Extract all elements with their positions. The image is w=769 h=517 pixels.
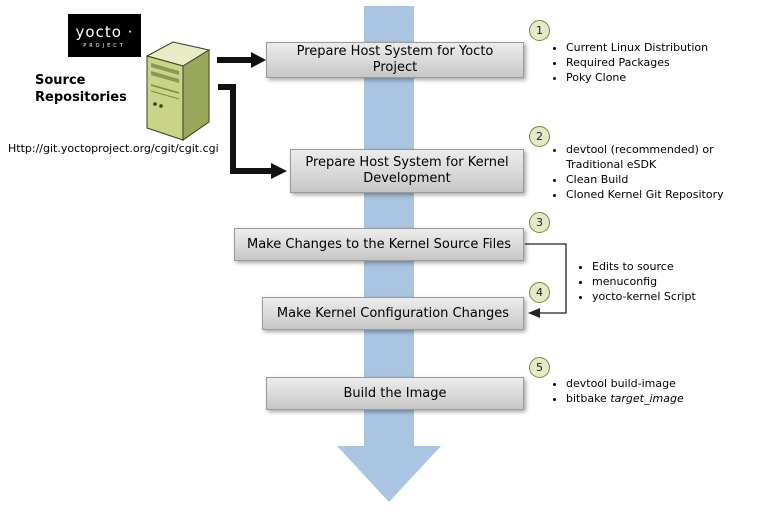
step-number-5: 5 xyxy=(529,357,550,378)
step-number-5-text: 5 xyxy=(536,361,543,374)
step-number-3-text: 3 xyxy=(536,216,543,229)
bullet-item: Current Linux Distribution xyxy=(566,40,769,55)
bullet-item: bitbake target_image xyxy=(566,391,769,406)
bullet-item: Required Packages xyxy=(566,55,769,70)
yocto-logo-text: yocto · xyxy=(75,22,134,41)
step-1-bullets: Current Linux Distribution Required Pack… xyxy=(552,40,769,85)
step-box-2: Prepare Host System for Kernel Developme… xyxy=(290,149,524,193)
source-repositories-label: Source Repositories xyxy=(35,73,127,105)
bullet-item: Edits to source xyxy=(592,259,767,274)
step-number-3: 3 xyxy=(529,212,550,233)
step-number-2: 2 xyxy=(529,126,550,147)
step-2-bullets: devtool (recommended) or Traditional eSD… xyxy=(552,142,751,202)
step3-step4-bracket xyxy=(525,243,567,318)
step-3-4-shared-bullets: Edits to source menuconfig yocto-kernel … xyxy=(578,259,767,304)
step-5-bullets: devtool build-image bitbake target_image xyxy=(552,376,769,406)
step-box-5: Build the Image xyxy=(266,377,524,410)
source-repositories-url: Http://git.yoctoproject.org/cgit/cgit.cg… xyxy=(8,142,219,155)
step-5-title: Build the Image xyxy=(343,385,447,401)
bullet-item: devtool (recommended) or Traditional eSD… xyxy=(566,142,751,172)
step-box-1: Prepare Host System for Yocto Project xyxy=(266,42,524,78)
yocto-logo-subtitle: PROJECT xyxy=(83,42,126,49)
step-number-1: 1 xyxy=(529,20,550,41)
yocto-logo: yocto · PROJECT xyxy=(68,14,141,57)
step-box-3: Make Changes to the Kernel Source Files xyxy=(234,228,524,261)
step-number-1-text: 1 xyxy=(536,24,543,37)
step-number-2-text: 2 xyxy=(536,130,543,143)
bullet-item: menuconfig xyxy=(592,274,767,289)
server-to-step1-arrow xyxy=(217,52,266,68)
step-2-title: Prepare Host System for Kernel Developme… xyxy=(305,155,509,186)
bullet-item: Cloned Kernel Git Repository xyxy=(566,187,751,202)
step-box-4: Make Kernel Configuration Changes xyxy=(262,297,524,330)
bullet-item: Poky Clone xyxy=(566,70,769,85)
server-to-step2-arrow xyxy=(218,84,287,179)
step-number-4-text: 4 xyxy=(536,286,543,299)
server-icon xyxy=(145,41,211,141)
step-4-title: Make Kernel Configuration Changes xyxy=(276,305,510,321)
step-1-title: Prepare Host System for Yocto Project xyxy=(296,44,494,75)
step-3-title: Make Changes to the Kernel Source Files xyxy=(247,236,511,252)
bullet-item: devtool build-image xyxy=(566,376,769,391)
bitbake-prefix: bitbake xyxy=(566,392,611,405)
bullet-item: yocto-kernel Script xyxy=(592,289,767,304)
bitbake-target-image: target_image xyxy=(610,392,684,405)
step-number-4: 4 xyxy=(529,282,550,303)
bullet-item: Clean Build xyxy=(566,172,751,187)
